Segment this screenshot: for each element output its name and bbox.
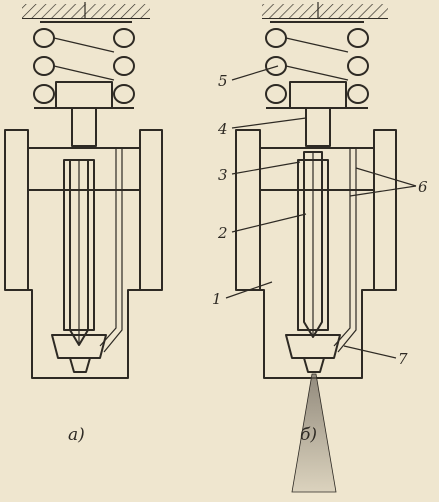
callout-1: 1	[212, 290, 222, 308]
callout-4: 4	[217, 120, 228, 138]
callout-5: 5	[218, 72, 228, 90]
spring-b	[265, 21, 369, 104]
nozzle-body-b	[259, 147, 375, 379]
top-support-b	[262, 2, 388, 19]
push-rod-b	[305, 107, 331, 147]
injector-b: б)	[235, 2, 397, 493]
injector-a: а)	[4, 2, 163, 445]
callout-7: 7	[398, 350, 408, 368]
callout-2: 2	[217, 224, 228, 242]
fuel-spray-cone	[291, 373, 337, 493]
callouts: 5 4 3 2 1 6 7	[212, 65, 428, 368]
push-rod-a	[71, 107, 97, 147]
caption-a: а)	[68, 425, 85, 445]
callout-3: 3	[218, 166, 228, 184]
spring-plate-a	[55, 81, 113, 109]
callout-6: 6	[418, 178, 428, 196]
spring-a	[33, 21, 135, 104]
spring-plate-b	[289, 81, 347, 109]
caption-b: б)	[300, 425, 317, 445]
nozzle-body-a	[27, 147, 141, 379]
top-support-a	[22, 2, 150, 19]
